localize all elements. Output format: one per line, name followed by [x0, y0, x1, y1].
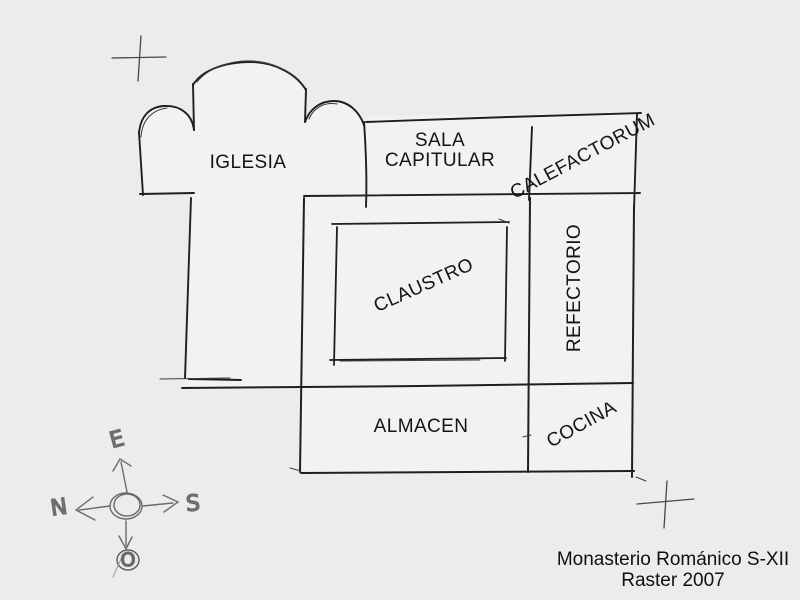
drawing-title: Monasterio Románico S-XII	[556, 549, 790, 570]
compass-rose: E N S O	[48, 425, 202, 578]
compass-arrow-east	[112, 458, 132, 493]
church-fill	[140, 62, 366, 386]
church-outline	[138, 61, 368, 381]
building-fill	[140, 62, 636, 474]
room-label-almacen: ALMACEN	[373, 416, 469, 437]
room-label-iglesia: IGLESIA	[209, 152, 287, 173]
compass-arrow-north	[74, 496, 111, 521]
registration-cross-top-left	[111, 35, 167, 82]
pencil-stray-stroke	[112, 558, 122, 578]
compass-label-west: O	[121, 549, 136, 571]
compass-arrow-west	[118, 520, 133, 551]
cloister-walls	[181, 197, 635, 478]
registration-cross-bottom-right	[636, 480, 695, 529]
caption: Monasterio Románico S-XII Raster 2007	[557, 549, 789, 591]
compass-label-east: E	[107, 426, 127, 454]
room-label-refectorio: REFECTORIO	[564, 223, 585, 353]
compass-label-north: N	[49, 494, 69, 521]
room-label-sala-capitular-line2: CAPITULAR	[384, 150, 496, 171]
compass-arrow-south	[142, 494, 180, 513]
sketch-overstrokes	[140, 60, 647, 482]
inner-cloister-square	[329, 221, 510, 366]
compass-circle	[109, 492, 143, 520]
upper-band-walls	[303, 112, 642, 211]
drawing-subtitle: Raster 2007	[621, 570, 725, 591]
compass-circle-inner	[113, 493, 141, 517]
west-scribble	[116, 549, 140, 571]
room-label-sala-capitular-line1: SALA	[414, 130, 466, 151]
compass-label-south: S	[185, 491, 201, 517]
room-label-sala-capitular: SALA CAPITULAR	[385, 131, 495, 171]
